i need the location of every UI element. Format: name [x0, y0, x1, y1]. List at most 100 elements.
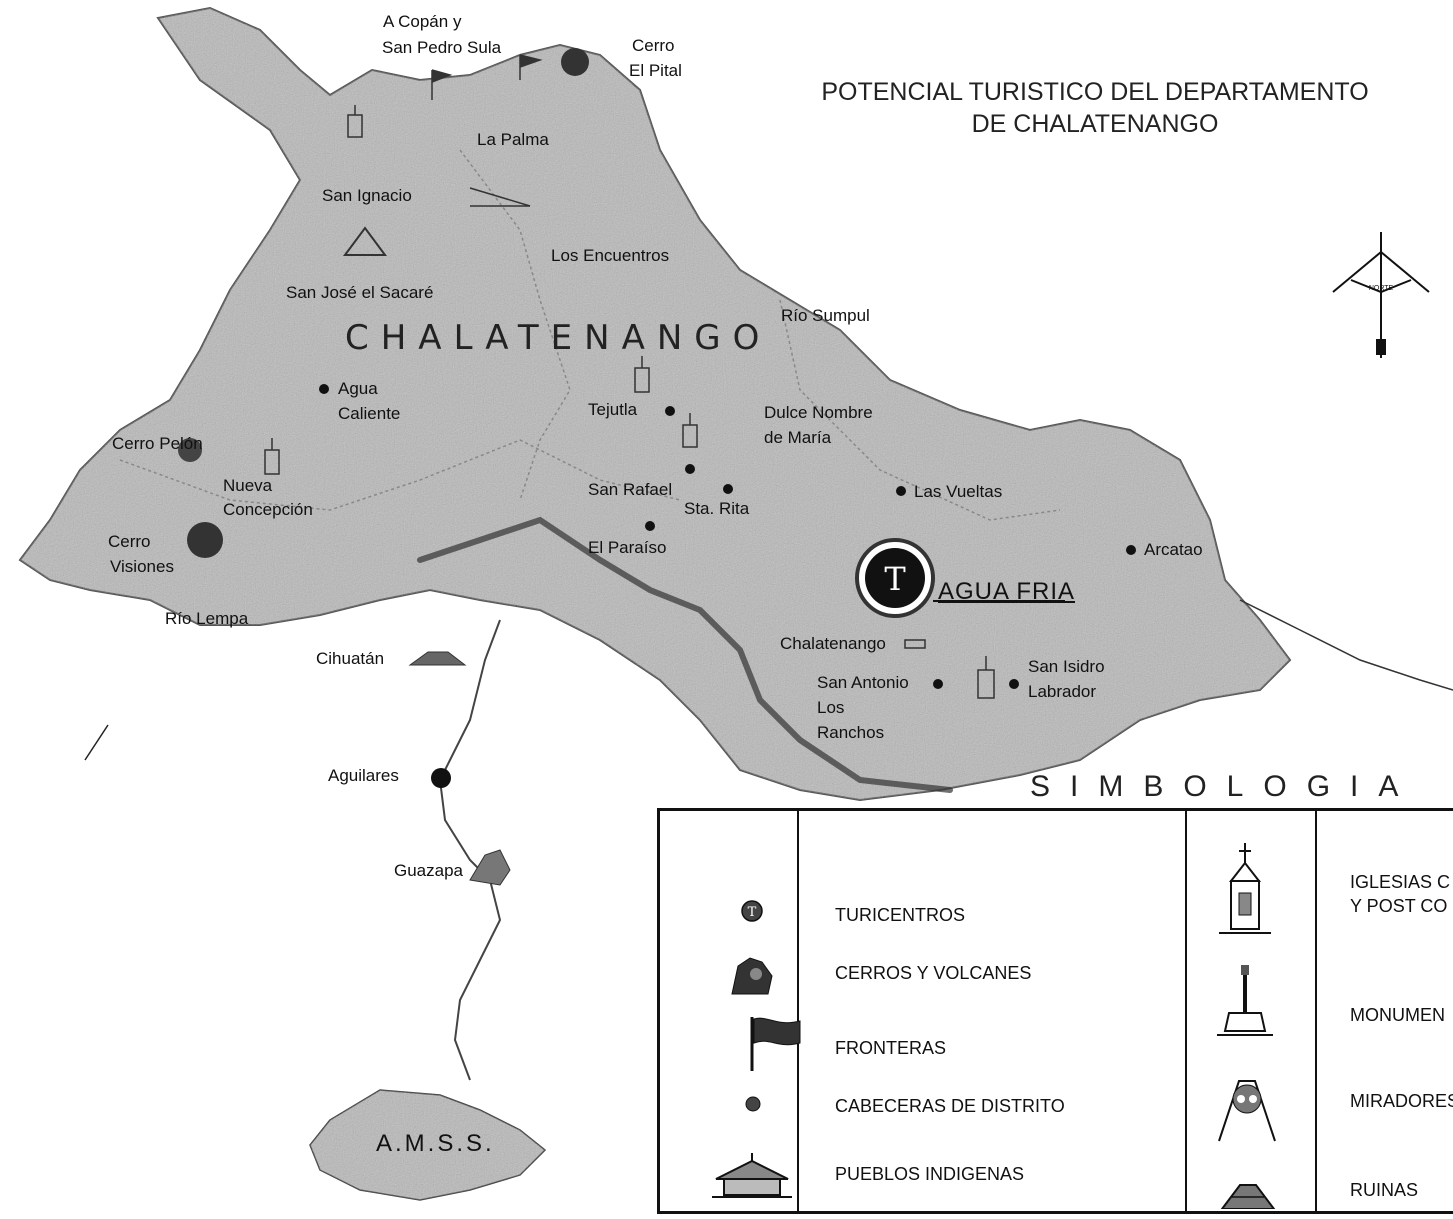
label-el-pital: El Pital	[629, 61, 682, 80]
viewpoint-map-icon	[343, 226, 387, 256]
label-cerro-pelon: Cerro Pelón	[112, 434, 203, 453]
label-chalatenango-city: Chalatenango	[780, 634, 886, 653]
label-sta-rita: Sta. Rita	[684, 499, 750, 518]
river-line	[1239, 599, 1453, 691]
label-cerro-visiones-1: Cerro	[108, 532, 151, 551]
legend-label-iglesias: IGLESIAS C	[1350, 872, 1451, 892]
label-nueva: Nueva	[223, 476, 273, 495]
label-san-jose-el-sacare: San José el Sacaré	[286, 283, 434, 302]
map-title-line1: POTENCIAL TURISTICO DEL DEPARTAMENTO	[821, 78, 1369, 106]
agua-fria-turicentro-letter: T	[884, 560, 906, 598]
label-dulce-nombre: Dulce Nombre	[764, 403, 873, 422]
map-title: POTENCIAL TURISTICO DEL DEPARTAMENTO DE …	[800, 76, 1390, 140]
label-ranchos: Ranchos	[817, 723, 885, 742]
north-arrow-label: NORTE	[1369, 285, 1394, 292]
village-hut-icon	[712, 1153, 792, 1198]
district-dot-san-rafael	[685, 464, 695, 474]
flag-map-icon-el-pital	[519, 54, 543, 80]
label-san-antonio: San Antonio	[817, 673, 909, 692]
cerro-el-pital-icon	[561, 48, 589, 76]
map-title-line2: DE CHALATENANGO	[971, 110, 1219, 138]
label-agua: Agua	[338, 379, 378, 398]
north-arrow-icon	[1332, 232, 1430, 358]
svg-text:T: T	[748, 905, 757, 920]
legend-divider	[1315, 811, 1317, 1211]
legend-label-iglesias-2: Y POST CO	[1350, 896, 1448, 916]
label-guazapa: Guazapa	[394, 861, 463, 880]
label-copan: A Copán y	[383, 12, 462, 31]
label-rio-lempa: Río Lempa	[165, 609, 249, 628]
label-aguilares: Aguilares	[328, 766, 399, 785]
cerro-visiones-icon	[187, 522, 223, 558]
district-dot-san-isidro	[1009, 679, 1019, 689]
cerro-pelon-icon	[178, 438, 202, 462]
flag-icon	[750, 1017, 801, 1071]
label-san-pedro-sula: San Pedro Sula	[382, 38, 502, 57]
district-dot-icon	[745, 1096, 761, 1112]
rio-lempa-bank	[417, 516, 953, 793]
label-san-ignacio: San Ignacio	[322, 186, 412, 205]
district-dot-arcatao	[1126, 545, 1136, 555]
label-rio-sumpul: Río Sumpul	[781, 306, 870, 325]
label-amss: A.M.S.S.	[376, 1130, 495, 1157]
label-arcatao: Arcatao	[1144, 540, 1203, 559]
legend-label-miradores: MIRADORES	[1350, 1091, 1453, 1111]
church-map-icon-nueva-concepcion	[264, 438, 280, 475]
legend-label-cabeceras: CABECERAS DE DISTRITO	[835, 1096, 1065, 1116]
legend-box: T TURICENTROS CERROS Y VOLCANES FRONTERA…	[657, 808, 1453, 1214]
legend-divider	[797, 811, 799, 1211]
district-dot-el-paraiso	[645, 521, 655, 531]
legend-label-turicentros: TURICENTROS	[835, 905, 965, 925]
label-cihuatan: Cihuatán	[316, 649, 385, 668]
amss-texture	[310, 1090, 545, 1200]
district-dot-aguilares	[431, 768, 451, 788]
label-de-maria: de María	[764, 428, 832, 447]
legend-label-pueblos: PUEBLOS INDIGENAS	[835, 1164, 1025, 1184]
flag-map-icon-copan	[431, 69, 453, 100]
guazapa-hill	[469, 849, 511, 886]
legend-label-fronteras: FRONTERAS	[835, 1038, 947, 1058]
district-dot-las-vueltas	[896, 486, 906, 496]
legend-divider	[1185, 811, 1187, 1211]
highway-to-amss	[438, 619, 502, 1081]
church-icon	[1219, 843, 1271, 934]
volcano-icon	[731, 957, 773, 995]
label-labrador: Labrador	[1028, 682, 1097, 701]
label-cerro-pital-1: Cerro	[632, 36, 675, 55]
label-los: Los	[817, 698, 845, 717]
district-boundary	[779, 299, 1061, 521]
legend-label-cerros: CERROS Y VOLCANES	[835, 963, 1032, 983]
church-map-icon-tejutla	[634, 356, 650, 393]
label-los-encuentros: Los Encuentros	[551, 246, 670, 265]
district-dot-san-antonio	[933, 679, 943, 689]
label-san-isidro: San Isidro	[1028, 657, 1105, 676]
label-cerro-visiones-2: Visiones	[110, 557, 174, 576]
district-dot-tejutla	[665, 406, 675, 416]
label-las-vueltas: Las Vueltas	[914, 482, 1003, 501]
label-concepcion: Concepción	[223, 500, 313, 519]
border-line	[84, 724, 109, 761]
label-tejutla: Tejutla	[588, 400, 638, 419]
district-boundary	[459, 149, 571, 501]
legend-heading: SIMBOLOGIA	[1030, 770, 1419, 803]
turicentro-icon: T	[741, 900, 763, 922]
label-agua-fria: AGUA FRIA	[938, 578, 1076, 605]
ruins-icon	[1220, 1184, 1276, 1209]
label-la-palma: La Palma	[477, 130, 549, 149]
monument-icon	[1217, 965, 1273, 1036]
legend-label-monumentos: MONUMEN	[1350, 1005, 1445, 1025]
church-map-icon-la-palma	[347, 105, 363, 138]
cihuatan-ruins-icon	[408, 651, 467, 666]
department-label: CHALATENANGO	[345, 318, 772, 358]
agua-fria-turicentro-icon	[865, 548, 925, 608]
district-dot-sta-rita	[723, 484, 733, 494]
label-caliente: Caliente	[338, 404, 401, 423]
viewpoint-icon	[1218, 1080, 1276, 1142]
church-map-icon-dulce-nombre	[682, 413, 698, 448]
flag-map-icon-san-ignacio	[469, 187, 531, 207]
district-dot-agua-caliente	[319, 384, 329, 394]
church-map-icon-san-isidro	[977, 656, 995, 699]
chalatenango-marker	[904, 639, 926, 649]
label-el-paraiso: El Paraíso	[588, 538, 667, 557]
